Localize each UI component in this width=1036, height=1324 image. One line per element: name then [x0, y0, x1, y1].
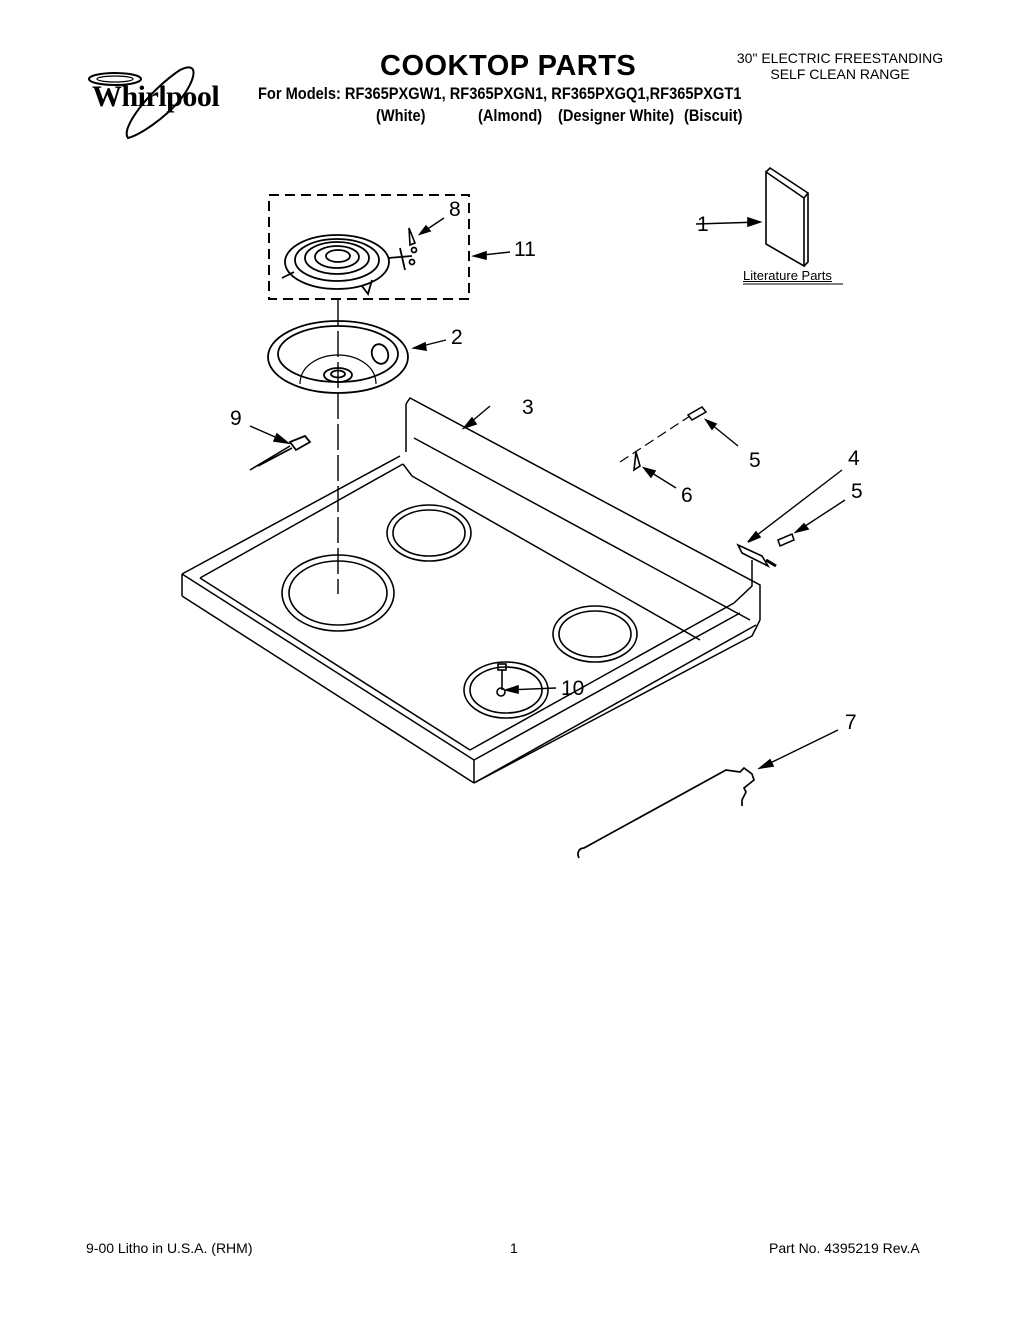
- callout-1: 1: [697, 213, 709, 236]
- callout-5-top: 5: [749, 449, 761, 472]
- cooktop-main-top: [181, 397, 761, 784]
- range-description-line-2: SELF CLEAN RANGE: [770, 66, 910, 82]
- color-white: (White): [376, 106, 426, 125]
- callout-6: 6: [681, 484, 693, 507]
- callout-9: 9: [230, 407, 242, 430]
- cooktop-hinge-and-screw: [736, 469, 846, 568]
- whirlpool-logo: Whirlpool: [80, 62, 230, 142]
- callout-4: 4: [848, 447, 860, 470]
- element-assembly-dashed-box: [268, 194, 470, 300]
- callout-7: 7: [845, 711, 857, 734]
- part-number: Part No. 4395219 Rev.A: [769, 1240, 920, 1256]
- whirlpool-logo-swoosh: [88, 66, 195, 140]
- callout-5-right: 5: [851, 480, 863, 503]
- page-number: 1: [510, 1240, 518, 1256]
- terminal-block-wire: [249, 425, 312, 471]
- color-almond: (Almond): [478, 106, 543, 125]
- support-rod: [577, 729, 839, 859]
- range-description-line-1: 30" ELECTRIC FREESTANDING: [736, 50, 944, 66]
- callout-2: 2: [451, 326, 463, 349]
- models-line: For Models: RF365PXGW1, RF365PXGN1, RF36…: [258, 84, 742, 103]
- color-designer-white: (Designer White): [558, 106, 675, 125]
- literature-parts-label: Literature Parts: [743, 268, 832, 283]
- surface-element-coil: [281, 234, 418, 296]
- range-description: 30" ELECTRIC FREESTANDING SELF CLEAN RAN…: [720, 50, 960, 82]
- burner-openings: [281, 504, 638, 719]
- literature-book-icon: [695, 166, 843, 285]
- terminal-block-clip: [408, 217, 445, 247]
- litho-note: 9-00 Litho in U.S.A. (RHM): [86, 1240, 253, 1256]
- page-title: COOKTOP PARTS: [380, 50, 637, 82]
- color-biscuit: (Biscuit): [684, 106, 743, 125]
- brand-wordmark: Whirlpool: [92, 80, 220, 113]
- callout-8: 8: [449, 198, 461, 221]
- callout-10: 10: [561, 677, 585, 700]
- screw-and-spring-clip: [619, 406, 739, 489]
- callout-11: 11: [514, 238, 536, 261]
- callout-3: 3: [522, 396, 534, 419]
